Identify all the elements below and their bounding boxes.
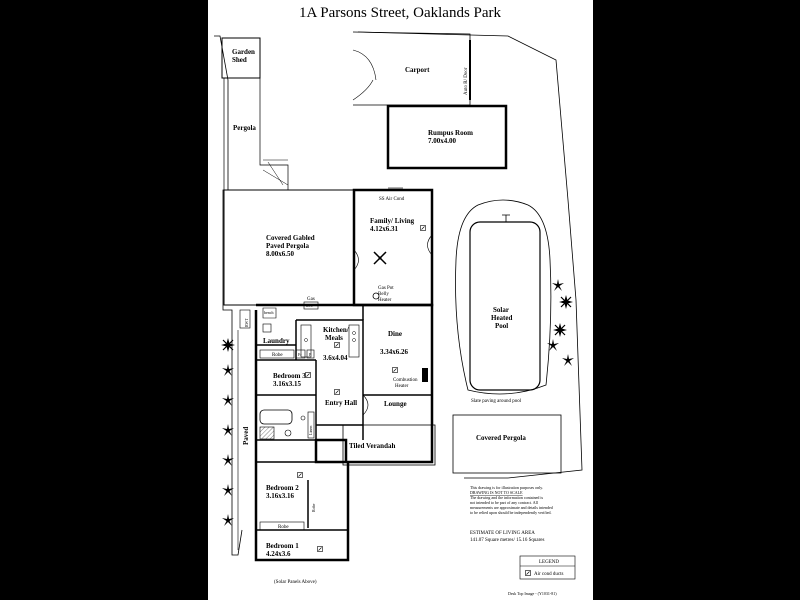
covered-pergola: Covered Pergola: [452, 414, 562, 474]
robe-pantry: Robe Fr P: [259, 349, 315, 359]
bedroom1-label: Bedroom 1: [266, 542, 299, 550]
pantry-label: P: [309, 352, 312, 357]
entry-hall-label: Entry Hall: [325, 399, 357, 407]
rumpus-room-label: Rumpus Room: [428, 129, 473, 137]
svg-text:3.16x3.16: 3.16x3.16: [266, 492, 295, 500]
legend-title: LEGEND: [539, 560, 559, 565]
bedroom-1: Bedroom 1 4.24x3.6 (Solar Panels Above): [266, 542, 323, 585]
ss-air-cond-label: SS Air Cond: [379, 197, 405, 202]
paved-path: Paved: [237, 330, 250, 550]
floor-plan-sheet: 1A Parsons Street, Oaklands Park Garden …: [208, 0, 593, 600]
bench-label: bench: [264, 310, 274, 315]
bedroom-2: Bedroom 2 3.16x3.16 Robe: [266, 472, 316, 512]
svg-text:Meals: Meals: [325, 334, 343, 342]
paved-label: Paved: [242, 427, 250, 445]
svg-text:measurements are approximate a: measurements are approximate and details…: [470, 505, 553, 510]
svg-text:3.34x6.26: 3.34x6.26: [380, 348, 409, 356]
footer-credit: Desk Top Image - (Y1031-81): [508, 591, 557, 596]
svg-text:4.24x3.6: 4.24x3.6: [266, 550, 291, 558]
interior-walls: [256, 305, 432, 531]
svg-text:Pool: Pool: [495, 322, 508, 330]
laundry-label: Laundry: [263, 337, 290, 345]
svg-text:The drawing and the informatio: The drawing and the information containe…: [470, 495, 544, 500]
gas-label: Gas: [307, 297, 315, 302]
svg-text:141.07 Square metres/ 15.16 S: 141.07 Square metres/ 15.16 Squares: [470, 538, 544, 543]
bedroom2-label: Bedroom 2: [266, 484, 299, 492]
gas-heater-icon: [372, 292, 380, 300]
pergola: Pergola: [223, 77, 289, 191]
svg-text:not intended to be part of any: not intended to be part of any contract.…: [470, 500, 539, 505]
robe-strip: [259, 521, 305, 531]
garden-shed: Garden Shed: [221, 37, 261, 79]
robe-label-1: Robe: [272, 353, 283, 358]
disclaimer: This drawing is for illustration purpose…: [470, 485, 553, 515]
covered-gabled-label: Covered Gabled: [266, 234, 315, 242]
kitchen-meals: Kitchen/ Meals 3.6x4.04: [300, 324, 360, 362]
dine-label: Dine: [388, 330, 402, 338]
slate-paving-label: Slate paving around pool: [471, 399, 522, 404]
robe-label-2: Robe: [311, 503, 316, 512]
fridge-label: Fr: [298, 352, 302, 357]
dining-room: Dine 3.34x6.26 Combustion Heater: [380, 330, 428, 389]
covered-gabled-pergola: Covered Gabled Paved Pergola 8.00x6.50: [223, 189, 355, 306]
svg-text:This drawing is for illustrati: This drawing is for illustration purpose…: [470, 485, 543, 490]
svg-text:Belly: Belly: [378, 292, 389, 297]
entry-hall: Entry Hall: [325, 389, 369, 416]
legend-item-label: Air cond ducts: [534, 572, 563, 577]
family-living-room: SS Air Cond Family/ Living 4.12x6.31 Gas…: [352, 187, 434, 307]
svg-text:3.16x3.15: 3.16x3.15: [273, 380, 302, 388]
combustion-heater-label: Combustion: [393, 378, 418, 383]
svg-text:to be relied upon should be in: to be relied upon should be independentl…: [470, 510, 552, 515]
bathroom: Linen: [259, 409, 315, 440]
laundry: Laundry: [262, 323, 290, 345]
tiled-verandah: Tiled Verandah: [342, 424, 436, 466]
svg-text:Heater: Heater: [378, 298, 392, 303]
bedroom-3: Bedroom 3 3.16x3.15: [273, 372, 311, 388]
combustion-heater-icon: [422, 368, 428, 382]
svg-text:3.6x4.04: 3.6x4.04: [323, 354, 348, 362]
swimming-pool: Solar Heated Pool Slate paving around po…: [455, 199, 552, 404]
living-area-estimate: ESTIMATE OF LIVING AREA 141.07 Square me…: [470, 531, 544, 543]
tiled-verandah-label: Tiled Verandah: [349, 442, 395, 450]
page-title: 1A Parsons Street, Oaklands Park: [299, 5, 502, 21]
svg-text:7.00x4.00: 7.00x4.00: [428, 137, 457, 145]
garden-shed-label: Garden: [232, 48, 255, 56]
rainwater-tank: [239, 309, 251, 329]
bedroom3-label: Bedroom 3: [273, 372, 306, 380]
pool-label: Solar: [493, 306, 509, 314]
property-boundary: [214, 31, 583, 556]
svg-text:DRAWING IS NOT TO SCALE: DRAWING IS NOT TO SCALE: [470, 490, 523, 495]
pergola-label: Pergola: [233, 124, 256, 132]
lounge: Lounge: [384, 400, 407, 408]
rwt-label: RWT: [244, 318, 249, 327]
svg-text:Heated: Heated: [491, 314, 512, 322]
auto-door-label: Auto R/ Door: [464, 67, 469, 95]
covered-pergola-label: Covered Pergola: [476, 434, 526, 442]
house-outline: [254, 303, 434, 562]
carport: Carport Auto R/ Door: [352, 31, 471, 106]
gas-heater-label: Gas Pot: [378, 286, 394, 291]
svg-text:8.00x6.50: 8.00x6.50: [266, 250, 295, 258]
rumpus-room: Rumpus Room 7.00x4.00: [386, 104, 508, 170]
svg-text:Paved Pergola: Paved Pergola: [266, 242, 309, 250]
family-living-label: Family/ Living: [370, 217, 415, 225]
carport-label: Carport: [405, 66, 430, 74]
svg-text:ESTIMATE OF LIVING AREA: ESTIMATE OF LIVING AREA: [470, 531, 535, 536]
floor-plan: 1A Parsons Street, Oaklands Park Garden …: [214, 5, 583, 596]
svg-text:4.12x6.31: 4.12x6.31: [370, 225, 399, 233]
lounge-label: Lounge: [384, 400, 407, 408]
robe-label-3: Robe: [278, 525, 289, 530]
svg-text:Heater: Heater: [395, 384, 409, 389]
kitchen-label: Kitchen/: [323, 326, 350, 334]
solar-panels-label: (Solar Panels Above): [274, 580, 317, 585]
svg-text:Shed: Shed: [232, 56, 247, 64]
ceiling-fan-icon: [373, 251, 387, 265]
linen-label: Linen: [308, 426, 313, 435]
legend: LEGEND Air cond ducts: [519, 555, 576, 580]
